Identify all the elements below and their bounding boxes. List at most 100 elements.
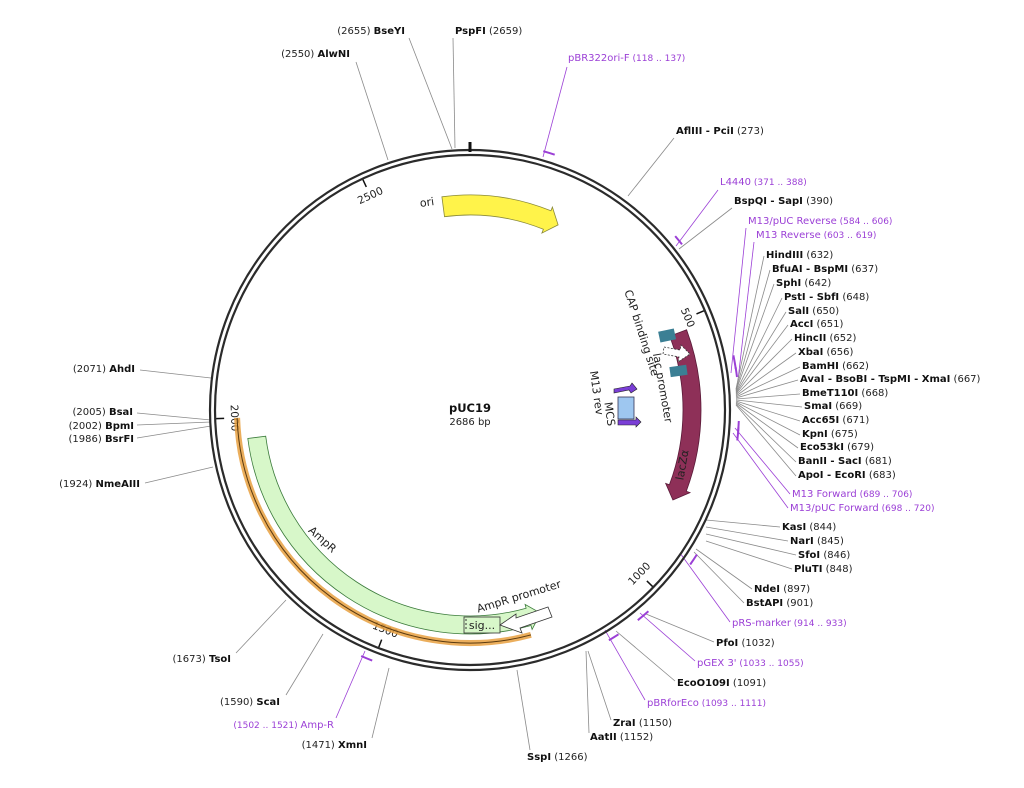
- leader-line: [735, 393, 801, 400]
- leader-line: [452, 37, 456, 149]
- enzyme-position: (1471): [302, 740, 338, 751]
- enzyme-name: AvaI - BsoBI - TspMI - XmaI: [800, 374, 950, 385]
- enzyme-name: BspQI - SapI: [734, 196, 803, 207]
- backbone-inner-strand: [213, 153, 727, 667]
- leader-line: [735, 402, 799, 449]
- enzyme-label: BfuAI - BspMI (637): [772, 264, 878, 275]
- enzyme-name: BmeT110I: [802, 388, 858, 399]
- enzyme-position: (1673): [173, 654, 209, 665]
- enzyme-position: (1266): [551, 752, 588, 763]
- enzyme-name: BstAPI: [746, 598, 783, 609]
- primer-label: M13/pUC Reverse (584 .. 606): [748, 216, 892, 227]
- enzyme-position: (648): [839, 292, 869, 303]
- plasmid-size: 2686 bp: [449, 417, 490, 428]
- enzyme-position: (667): [950, 374, 980, 385]
- primer-label: pBRforEco (1093 .. 1111): [647, 698, 766, 709]
- leader-line: [516, 669, 531, 751]
- sig-label: sig...: [469, 619, 495, 632]
- enzyme-name: AhdI: [109, 364, 135, 375]
- enzyme-label: (2655) BseYI: [337, 26, 405, 37]
- enzyme-position: (651): [813, 319, 843, 330]
- leader-line: [735, 399, 803, 408]
- ori-label: ori: [419, 195, 435, 210]
- enzyme-label: (2550) AlwNI: [281, 49, 350, 60]
- enzyme-position: (642): [801, 278, 831, 289]
- leader-line: [735, 297, 783, 393]
- leader-line: [705, 519, 781, 528]
- leader-line: [735, 401, 801, 436]
- enzyme-name: BamHI: [802, 361, 839, 372]
- tick-label: 500: [678, 306, 697, 329]
- enzyme-label: AatII (1152): [590, 732, 653, 743]
- primer-range: (689 .. 706): [857, 490, 913, 500]
- primer-range: (584 .. 606): [837, 217, 893, 227]
- leader-line: [136, 412, 212, 421]
- tick-mark: [362, 179, 367, 188]
- enzyme-position: (679): [844, 442, 874, 453]
- enzyme-label: XbaI (656): [798, 347, 854, 358]
- enzyme-name: BfuAI - BspMI: [772, 264, 848, 275]
- enzyme-position: (650): [809, 306, 839, 317]
- tick-mark: [646, 580, 654, 588]
- primer-site-mark: [543, 150, 556, 156]
- enzyme-label: Acc65I (671): [802, 415, 869, 426]
- enzyme-label: BmeT110I (668): [802, 388, 888, 399]
- enzyme-name: TsoI: [209, 654, 231, 665]
- enzyme-name: Eco53kI: [800, 442, 844, 453]
- enzyme-position: (2071): [73, 364, 109, 375]
- primer-site-mark: [637, 610, 650, 621]
- label-leader-lines: [136, 37, 803, 751]
- leader-line: [693, 551, 745, 604]
- leader-line: [371, 667, 390, 739]
- enzyme-position: (683): [866, 470, 896, 481]
- enzyme-label: (1471) XmnI: [302, 740, 367, 751]
- primer-label: (1502 .. 1521) Amp-R: [233, 720, 334, 731]
- enzyme-label: ZraI (1150): [613, 718, 672, 729]
- primer-name: M13 Forward: [792, 489, 857, 500]
- enzyme-name: ScaI: [256, 697, 280, 708]
- primer-label: M13 Reverse (603 .. 619): [756, 230, 876, 241]
- leader-line: [735, 379, 799, 399]
- primer-name: M13/pUC Reverse: [748, 216, 837, 227]
- leader-line: [695, 548, 753, 590]
- enzyme-label: PstI - SbfI (648): [784, 292, 869, 303]
- enzyme-position: (671): [839, 415, 869, 426]
- leader-line: [735, 404, 797, 477]
- primer-range: (1502 .. 1521): [233, 721, 300, 731]
- enzyme-label: EcoO109I (1091): [677, 678, 766, 689]
- leader-line: [639, 612, 696, 662]
- primer-name: M13/pUC Forward: [790, 503, 879, 514]
- tick-mark: [696, 310, 705, 315]
- primer-site-mark: [674, 235, 683, 246]
- enzyme-name: AatII: [590, 732, 617, 743]
- enzyme-position: (669): [832, 401, 862, 412]
- enzyme-position: (662): [839, 361, 869, 372]
- enzyme-position: (668): [858, 388, 888, 399]
- enzyme-position: (1924): [59, 479, 95, 490]
- leader-line: [705, 540, 793, 570]
- enzyme-name: PstI - SbfI: [784, 292, 839, 303]
- enzyme-name: BsrFI: [105, 434, 134, 445]
- cap-binding-site-feature: [658, 328, 677, 343]
- primer-name: L4440: [720, 177, 751, 188]
- enzyme-label: (1924) NmeAIII: [59, 479, 140, 490]
- enzyme-position: (632): [803, 250, 833, 261]
- leader-line: [734, 427, 791, 495]
- primer-label: pRS-marker (914 .. 933): [732, 618, 847, 629]
- enzyme-position: (656): [823, 347, 853, 358]
- enzyme-label: BamHI (662): [802, 361, 869, 372]
- primer-label: pBR322ori-F (118 .. 137): [568, 53, 685, 64]
- primer-site-mark: [732, 355, 737, 370]
- enzyme-label: BstAPI (901): [746, 598, 813, 609]
- enzyme-position: (845): [814, 536, 844, 547]
- enzyme-name: PluTI: [794, 564, 822, 575]
- leader-line: [735, 352, 797, 397]
- enzyme-label: (1590) ScaI: [220, 697, 280, 708]
- leader-line: [675, 189, 719, 247]
- ampr-orf-line: [236, 417, 532, 644]
- primer-range: (371 .. 388): [751, 178, 807, 188]
- enzyme-label: NdeI (897): [754, 584, 810, 595]
- enzyme-name: HindIII: [766, 250, 803, 261]
- leader-line: [136, 421, 212, 426]
- primer-label: M13/pUC Forward (698 .. 720): [790, 503, 934, 514]
